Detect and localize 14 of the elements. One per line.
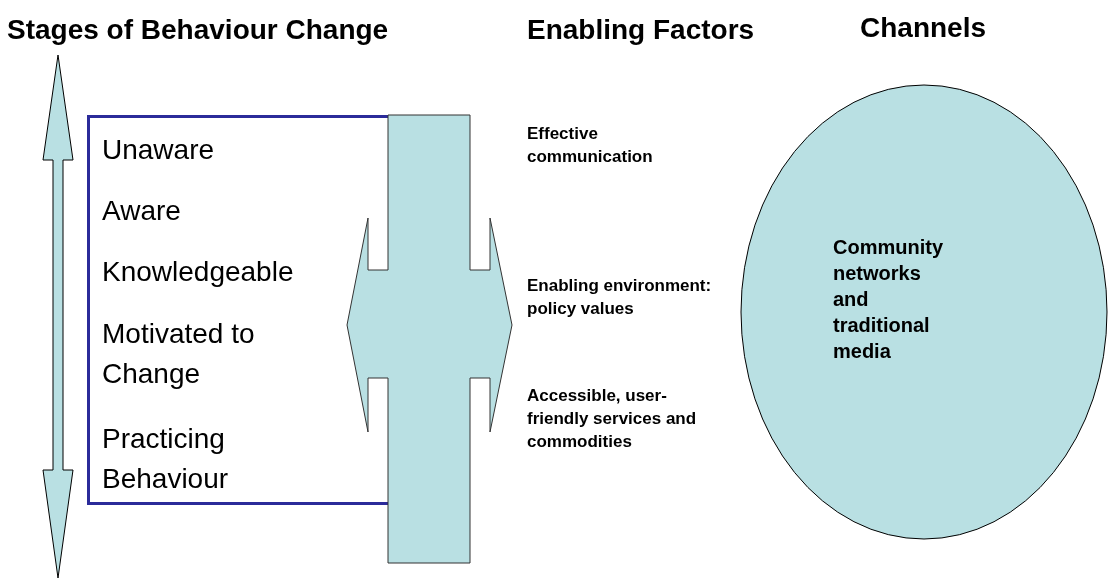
stage-label: Practicing Behaviour	[102, 422, 230, 496]
double-arrow	[346, 114, 513, 564]
stage-label: Aware	[102, 194, 182, 228]
column-heading: Stages of Behaviour Change	[7, 14, 389, 46]
channel-ellipse	[740, 84, 1108, 540]
factor-text: Effective communication	[527, 123, 654, 168]
stage-label: Knowledgeable	[102, 255, 295, 289]
stage-label: Unaware	[102, 133, 216, 167]
column-heading: Channels	[860, 12, 987, 44]
factor-text: Accessible, user-friendly services and commodities	[527, 385, 698, 453]
factor-text: Enabling environment: policy values	[527, 275, 713, 320]
column-heading: Enabling Factors	[527, 14, 755, 46]
channel-text: Community networks and traditional media	[833, 235, 944, 364]
stage-label: Motivated to Change	[102, 317, 256, 391]
